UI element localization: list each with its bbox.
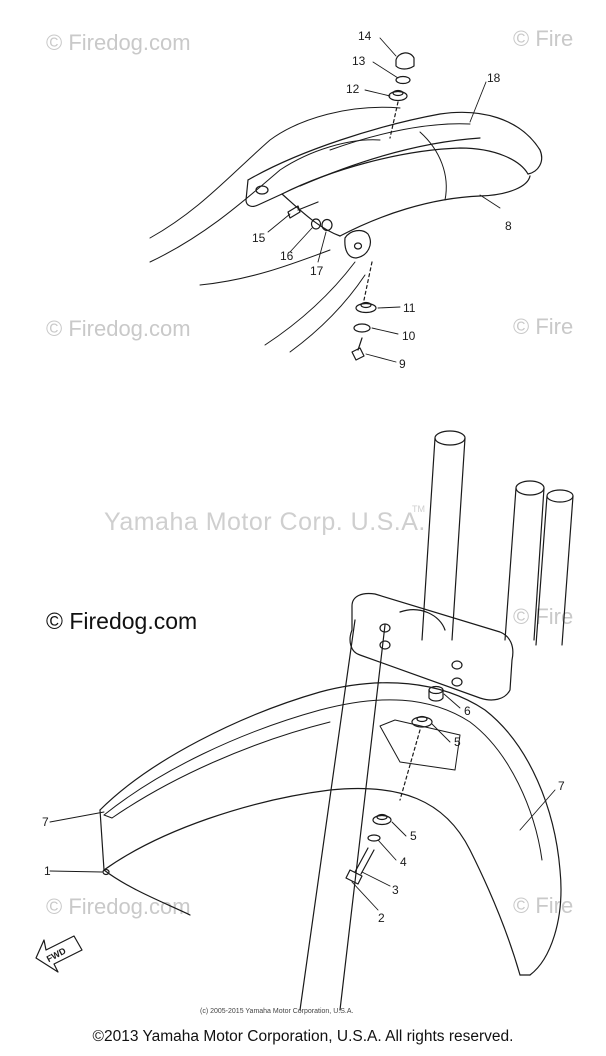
washer-4: [367, 834, 381, 842]
cap-nut-14: [395, 52, 415, 70]
rear-frame-outline: [149, 106, 401, 353]
callout-18: 18: [487, 71, 501, 85]
callout-7-right: 7: [558, 779, 565, 793]
leaders-upper: [267, 37, 501, 363]
callout-11: 11: [403, 301, 416, 315]
callout-17: 17: [310, 264, 324, 278]
rear-fender-8: [245, 111, 543, 237]
callout-3: 3: [392, 883, 399, 897]
rear-flap-18: [329, 123, 471, 201]
fork-bracket: [349, 592, 514, 701]
watermark-firedog-4: © Fire: [513, 314, 574, 339]
callout-12: 12: [346, 82, 360, 96]
watermark-firedog-6: © Firedog.com: [46, 894, 191, 919]
leaders-lower: [49, 693, 556, 911]
washer-16: [310, 218, 322, 230]
watermark-firedog-3: © Firedog.com: [46, 316, 191, 341]
callout-6: 6: [464, 704, 471, 718]
fine-print-copyright: (c) 2005-2015 Yamaha Motor Corporation, …: [200, 1008, 354, 1015]
callout-10: 10: [402, 329, 416, 343]
front-fork-tubes: [299, 430, 574, 1011]
axis-line-top: [389, 101, 399, 139]
callout-15: 15: [252, 231, 266, 245]
callout-14: 14: [358, 29, 372, 43]
fender-brace: [379, 719, 461, 771]
grommet-12: [388, 89, 408, 102]
grommet-5-upper: [411, 715, 433, 728]
callout-7-left: 7: [42, 815, 49, 829]
callout-16: 16: [280, 249, 294, 263]
washer-13: [395, 75, 411, 85]
callout-13: 13: [352, 54, 366, 68]
bolt-3: [345, 847, 375, 885]
callout-8: 8: [505, 219, 512, 233]
fender-stripe-7: [103, 699, 543, 861]
footer-copyright: ©2013 Yamaha Motor Corporation, U.S.A. A…: [92, 1028, 514, 1045]
callout-labels: 14 13 12 18 8 15 16 17 11 10 9 6 5 7 7 5…: [42, 29, 565, 964]
callout-9: 9: [399, 357, 406, 371]
watermark-yamaha-corp: Yamaha Motor Corp. U.S.A.: [104, 508, 426, 536]
collar-6: [428, 685, 444, 702]
watermark-firedog-main: © Firedog.com: [46, 608, 198, 634]
callout-2: 2: [378, 911, 385, 925]
watermark-firedog-7: © Fire: [513, 893, 574, 918]
bolt-9: [351, 337, 365, 361]
callout-5-lower: 5: [410, 829, 417, 843]
callout-1: 1: [44, 864, 51, 878]
bolt-15: [287, 201, 319, 219]
grommet-11: [355, 301, 377, 314]
watermark-firedog-2: © Fire: [513, 26, 574, 51]
washer-10: [353, 323, 371, 333]
axis-line-front: [399, 729, 421, 801]
callout-4: 4: [400, 855, 407, 869]
fwd-arrow: [35, 935, 83, 973]
watermark-tm: TM: [412, 504, 425, 514]
grommet-5-lower: [372, 813, 392, 826]
washer-17: [321, 218, 333, 232]
axis-line-bottom: [363, 261, 373, 301]
watermark-firedog-1: © Firedog.com: [46, 30, 191, 55]
front-fender-1: [99, 682, 562, 976]
callout-5-upper: 5: [454, 735, 461, 749]
rear-bracket-17: [344, 229, 371, 259]
